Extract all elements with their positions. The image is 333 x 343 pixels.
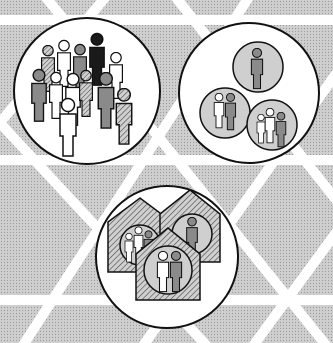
crowd-panel [14, 18, 160, 164]
groups-panel [179, 23, 319, 163]
households-panel [96, 186, 238, 328]
